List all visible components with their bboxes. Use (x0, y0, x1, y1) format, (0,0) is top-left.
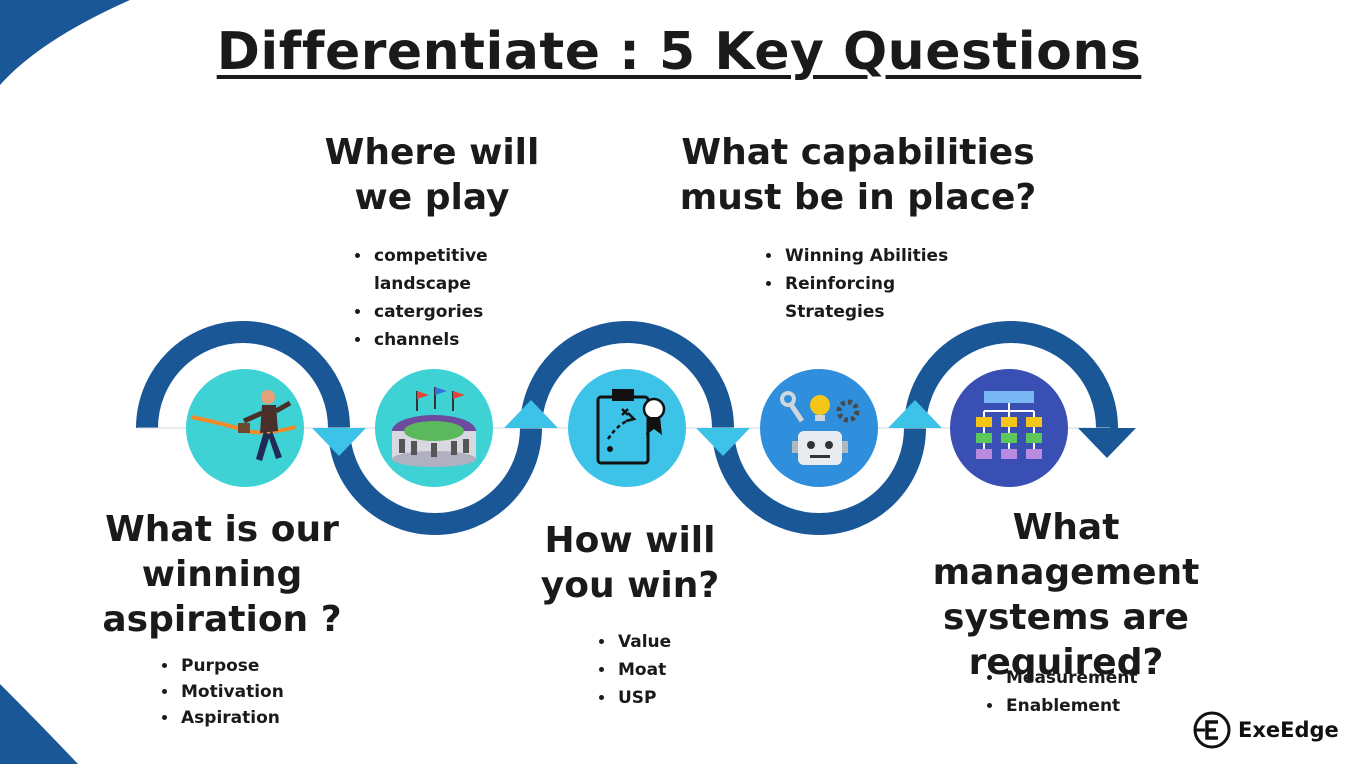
exeedge-logo-icon (1193, 711, 1231, 749)
question-capabilities-title: What capabilities must be in place? (679, 132, 1037, 218)
list-item: Winning Abilities (783, 242, 983, 270)
list-item: Aspiration (179, 705, 284, 731)
robot-idea-gear-icon (760, 369, 878, 487)
question-where-play-title: Where will we play (324, 132, 540, 218)
arrow-down-3 (696, 428, 750, 456)
list-item: catergories (372, 298, 522, 326)
question-how-win-bullets: Value Moat USP (594, 628, 671, 712)
corner-decoration-bottom-left (0, 684, 78, 764)
question-where-play-bullets: competitive landscape catergories channe… (350, 242, 522, 354)
arrow-end (1078, 428, 1136, 458)
list-item: USP (616, 684, 671, 712)
question-capabilities-bullets: Winning Abilities Reinforcing Strategies (761, 242, 983, 326)
list-item: Motivation (179, 679, 284, 705)
arrow-down-1 (312, 428, 366, 456)
question-winning-aspiration-title: What is our winning aspiration ? (102, 509, 342, 640)
logo-text: ExeEdge (1238, 718, 1339, 742)
exeedge-logo: ExeEdge (1192, 710, 1339, 750)
flowchart-icon (950, 369, 1068, 487)
question-management-systems-bullets: Measurement Enablement (982, 664, 1138, 720)
question-winning-aspiration-bullets: Purpose Motivation Aspiration (157, 653, 284, 731)
arrow-up-4 (888, 400, 942, 428)
list-item: competitive landscape (372, 242, 522, 298)
list-item: channels (372, 326, 522, 354)
question-management-systems-title: What management systems are required? (932, 507, 1200, 683)
question-how-win-title: How will you win? (540, 520, 720, 606)
page-title: Differentiate : 5 Key Questions (216, 22, 1142, 82)
corner-decoration-top-left (0, 0, 130, 85)
strategy-clipboard-icon (568, 369, 686, 487)
stadium-icon (375, 369, 493, 487)
arrow-up-2 (504, 400, 558, 428)
list-item: Moat (616, 656, 671, 684)
list-item: Enablement (1004, 692, 1138, 720)
list-item: Purpose (179, 653, 284, 679)
list-item: Measurement (1004, 664, 1138, 692)
runner-finish-line-icon (186, 369, 304, 487)
list-item: Value (616, 628, 671, 656)
list-item: Reinforcing Strategies (783, 270, 983, 326)
